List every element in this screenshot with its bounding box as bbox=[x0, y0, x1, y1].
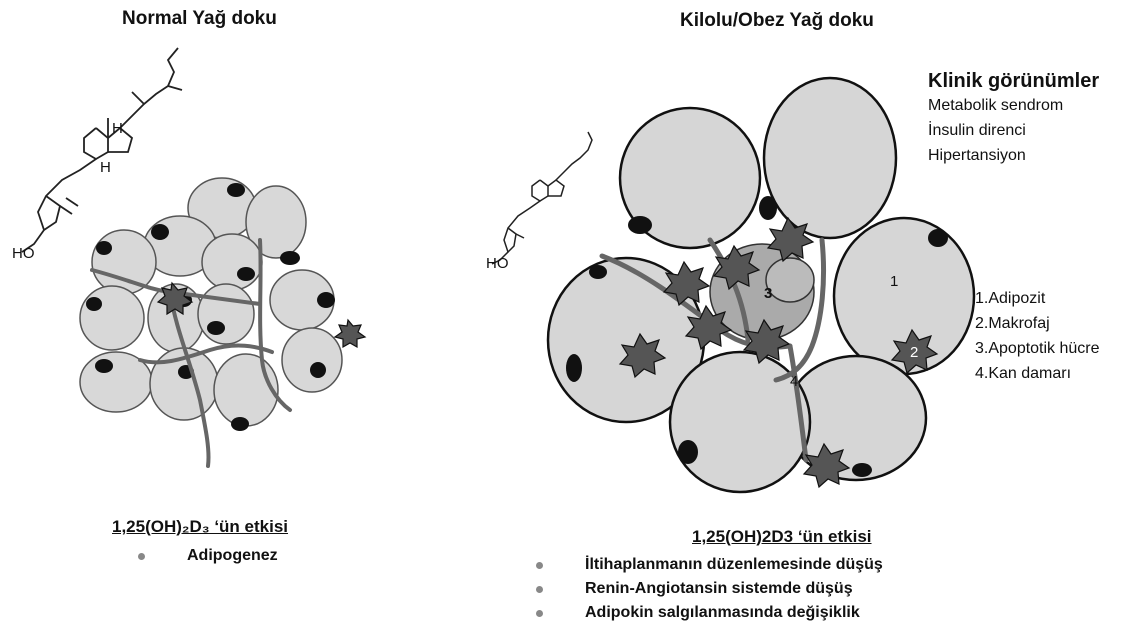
left-effect-list: Adipogenez bbox=[138, 544, 278, 568]
legend-item: 2.Makrofaj bbox=[975, 311, 1100, 336]
effect-item: İltihaplanmanın düzenlemesinde düşüş bbox=[536, 553, 883, 577]
clinical-item: Hipertansiyon bbox=[928, 143, 1099, 168]
molecule-label-left: HO bbox=[12, 245, 35, 262]
h-label-left-1: H bbox=[112, 120, 123, 137]
clinical-item: Metabolik sendrom bbox=[928, 93, 1099, 118]
bullet-icon bbox=[536, 586, 543, 593]
effect-text: İltihaplanmanın düzenlemesinde düşüş bbox=[585, 556, 883, 574]
left-effect-title: 1,25(OH)₂D₃ ‘ün etkisi bbox=[112, 517, 288, 537]
effect-text: Adipokin salgılanmasında değişiklik bbox=[585, 604, 860, 622]
effect-item: Renin-Angiotansin sistemde düşüş bbox=[536, 577, 883, 601]
effect-text: Adipogenez bbox=[187, 547, 278, 565]
vitamin-d-molecule-right bbox=[492, 132, 592, 264]
effect-item: Adipokin salgılanmasında değişiklik bbox=[536, 601, 883, 625]
h-label-left-2: H bbox=[100, 159, 111, 176]
cell-label-apoptotic: 3 bbox=[764, 285, 772, 302]
bullet-icon bbox=[536, 610, 543, 617]
right-panel-title: Kilolu/Obez Yağ doku bbox=[680, 10, 874, 32]
effect-item: Adipogenez bbox=[138, 544, 278, 568]
cell-label-vessel: 4 bbox=[790, 373, 798, 390]
clinical-item: İnsulin direnci bbox=[928, 118, 1099, 143]
right-effect-title: 1,25(OH)2D3 ‘ün etkisi bbox=[692, 527, 872, 547]
bullet-icon bbox=[138, 553, 145, 560]
cell-label-macrophage: 2 bbox=[910, 344, 918, 361]
cell-type-legend: 1.Adipozit 2.Makrofaj 3.Apoptotik hücre … bbox=[975, 286, 1100, 386]
molecule-label-right: HO bbox=[486, 255, 509, 272]
cell-label-adipocyte: 1 bbox=[890, 273, 898, 290]
legend-item: 1.Adipozit bbox=[975, 286, 1100, 311]
bullet-icon bbox=[536, 562, 543, 569]
clinical-findings: Klinik görünümler Metabolik sendrom İnsu… bbox=[928, 70, 1099, 168]
effect-text: Renin-Angiotansin sistemde düşüş bbox=[585, 580, 853, 598]
normal-tissue-cells bbox=[80, 178, 342, 426]
legend-item: 4.Kan damarı bbox=[975, 361, 1100, 386]
legend-item: 3.Apoptotik hücre bbox=[975, 336, 1100, 361]
clinical-findings-title: Klinik görünümler bbox=[928, 70, 1099, 93]
right-effect-list: İltihaplanmanın düzenlemesinde düşüş Ren… bbox=[536, 553, 883, 625]
